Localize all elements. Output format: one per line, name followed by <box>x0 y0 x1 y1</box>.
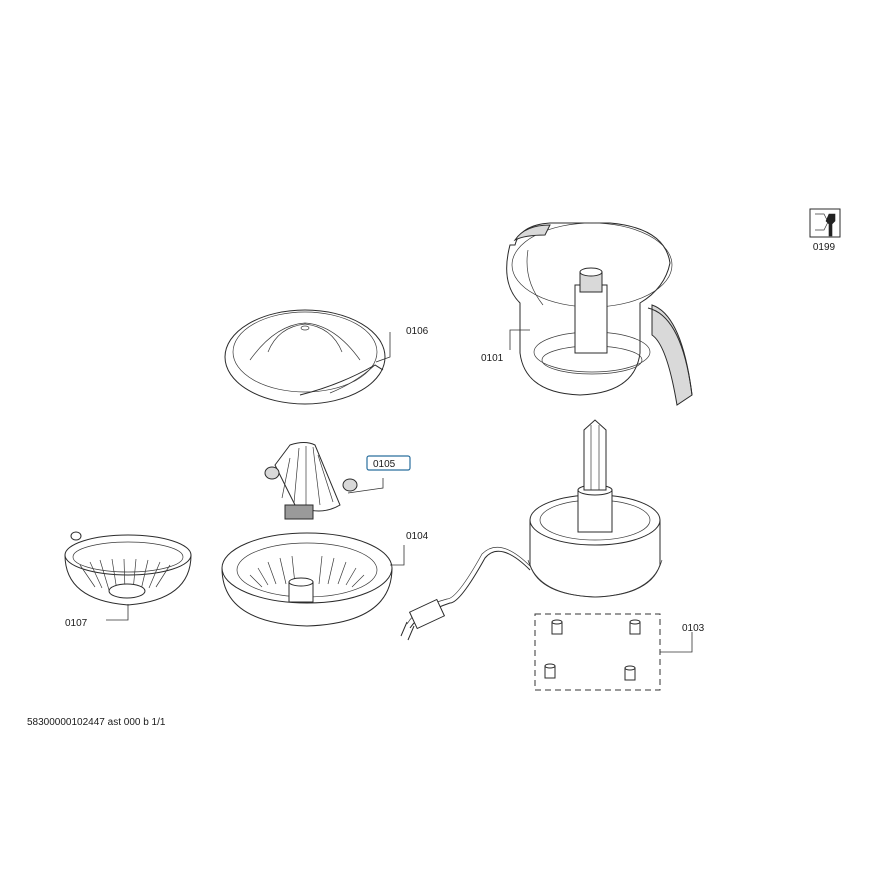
label-0105[interactable]: 0105 <box>373 459 396 470</box>
part-0107-sieve[interactable] <box>64 531 192 606</box>
document-code: 58300000102447 ast 000 b 1/1 <box>27 717 166 728</box>
label-0107[interactable]: 0107 <box>65 618 88 629</box>
part-0101-jug[interactable] <box>506 222 693 406</box>
part-motor-base[interactable] <box>527 419 663 598</box>
label-0101[interactable]: 0101 <box>481 353 504 364</box>
part-0106-lid[interactable] <box>224 309 386 405</box>
part-0103-feet[interactable] <box>534 613 661 691</box>
leader-0103 <box>660 632 693 653</box>
label-0103[interactable]: 0103 <box>682 623 705 634</box>
label-0199[interactable]: 0199 <box>813 242 836 253</box>
label-0106[interactable]: 0106 <box>406 326 429 337</box>
leader-0105 <box>347 478 384 494</box>
leader-0104 <box>390 545 405 566</box>
part-0105-reamer-cone[interactable] <box>264 442 358 520</box>
part-0104-strainer-bowl[interactable] <box>221 532 393 627</box>
label-0105-highlight <box>366 455 411 471</box>
leader-0107 <box>106 604 129 621</box>
leader-0101 <box>509 329 530 350</box>
label-0104[interactable]: 0104 <box>406 531 429 542</box>
leader-0106 <box>375 332 391 363</box>
part-power-cord <box>400 546 531 641</box>
tool-wrench-icon[interactable] <box>809 208 841 238</box>
